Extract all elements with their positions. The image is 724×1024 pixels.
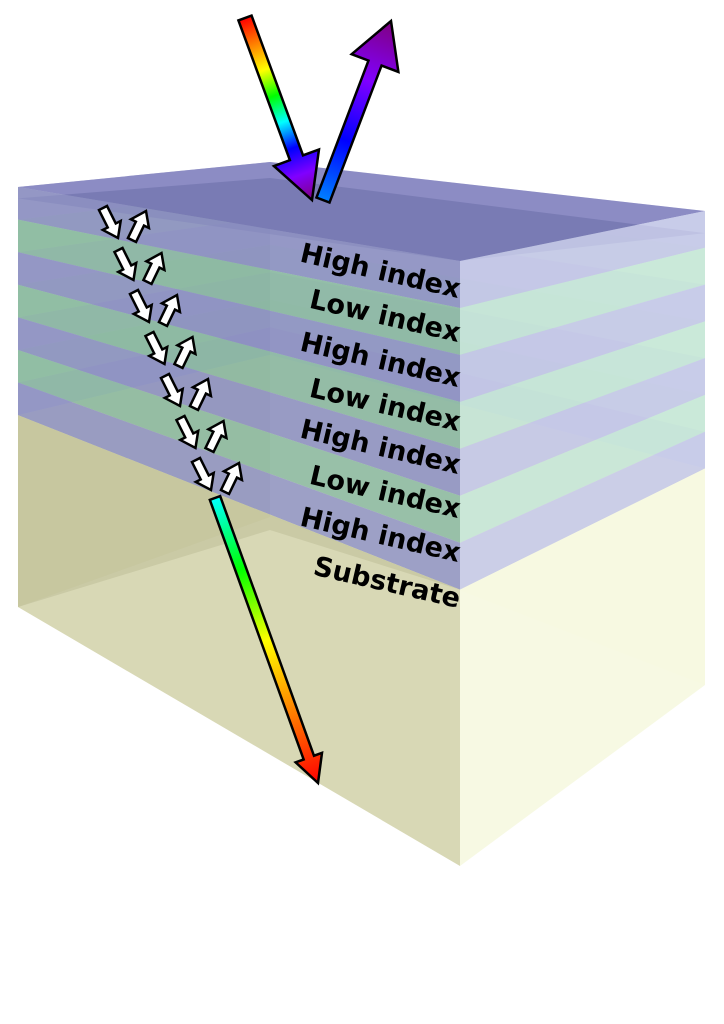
internal-up-arrow-icon [219, 461, 244, 496]
internal-down-arrow-icon [112, 246, 138, 282]
low-layer-front-right-face [460, 321, 705, 449]
high-layer-front-left-face [18, 252, 460, 402]
low-layer-front-right-face [460, 247, 705, 355]
internal-up-arrow-icon [126, 209, 151, 244]
internal-down-arrow-icon [174, 414, 200, 450]
high-layer-front-left-face [18, 382, 460, 590]
internal-up-arrow-icon [188, 377, 213, 412]
internal-down-arrow-icon [159, 372, 185, 408]
internal-up-arrow-icon [172, 335, 198, 370]
internal-down-arrow-icon [190, 456, 216, 492]
light-arrows [97, 13, 400, 786]
front-faces [18, 187, 705, 866]
internal-up-arrow-icon [141, 251, 167, 286]
high-layer-front-right-face [460, 211, 705, 308]
transmitted-light-arrow-icon [208, 494, 324, 786]
internal-down-arrow-icon [128, 288, 154, 324]
substrate-layer-front-left-face [18, 415, 460, 866]
internal-down-arrow-icon [97, 204, 123, 240]
internal-up-arrow-icon [157, 293, 182, 328]
high-layer-front-right-face [460, 431, 705, 590]
internal-down-arrow-icon [143, 330, 169, 366]
low-layer-front-left-face [18, 219, 460, 355]
substrate-layer-front-right-face [460, 468, 705, 866]
top-surface-shadow [18, 178, 705, 261]
low-layer-front-right-face [460, 394, 705, 543]
low-layer-front-left-face [18, 284, 460, 449]
internal-up-arrow-icon [203, 419, 229, 454]
low-layer-front-left-face [18, 349, 460, 543]
incident-light-arrow-icon [236, 13, 321, 203]
high-layer-front-right-face [460, 284, 705, 402]
reflected-light-arrow-icon [314, 18, 400, 205]
high-layer-front-left-face [18, 187, 460, 308]
high-layer-front-left-face [18, 317, 460, 496]
substrate-inner-shade [18, 415, 460, 607]
high-layer-front-right-face [460, 358, 705, 496]
